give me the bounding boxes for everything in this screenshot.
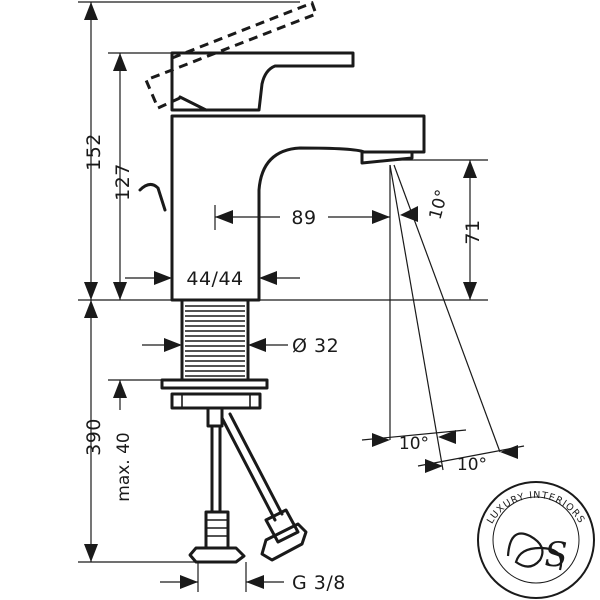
mounting-plate xyxy=(160,378,269,410)
angle-bottom-right: 10° xyxy=(457,455,487,475)
luxury-interiors-logo: LUXURY INTERIORS S xyxy=(477,481,595,599)
dim-base: 44/44 xyxy=(186,268,243,290)
dim-total-height: 152 xyxy=(83,133,105,171)
dim-spout-height: 127 xyxy=(112,163,134,201)
dim-shank-diameter: Ø 32 xyxy=(292,335,339,357)
supply-hoses xyxy=(188,406,308,564)
popup-rod xyxy=(138,183,167,212)
angle-spout: 10° xyxy=(426,188,453,222)
dim-max-deck: max. 40 xyxy=(114,432,134,501)
logo-monogram: S xyxy=(544,535,567,575)
dim-hose-length: 390 xyxy=(83,418,105,456)
dim-thread: G 3/8 xyxy=(292,572,346,594)
lever-handle xyxy=(170,51,355,112)
dim-projection: 89 xyxy=(291,207,316,229)
lever-open-position xyxy=(144,1,318,110)
angle-bottom-left: 10° xyxy=(399,434,429,454)
faucet-body xyxy=(170,114,426,302)
shank xyxy=(180,298,250,382)
dim-outlet-height: 71 xyxy=(462,219,484,244)
